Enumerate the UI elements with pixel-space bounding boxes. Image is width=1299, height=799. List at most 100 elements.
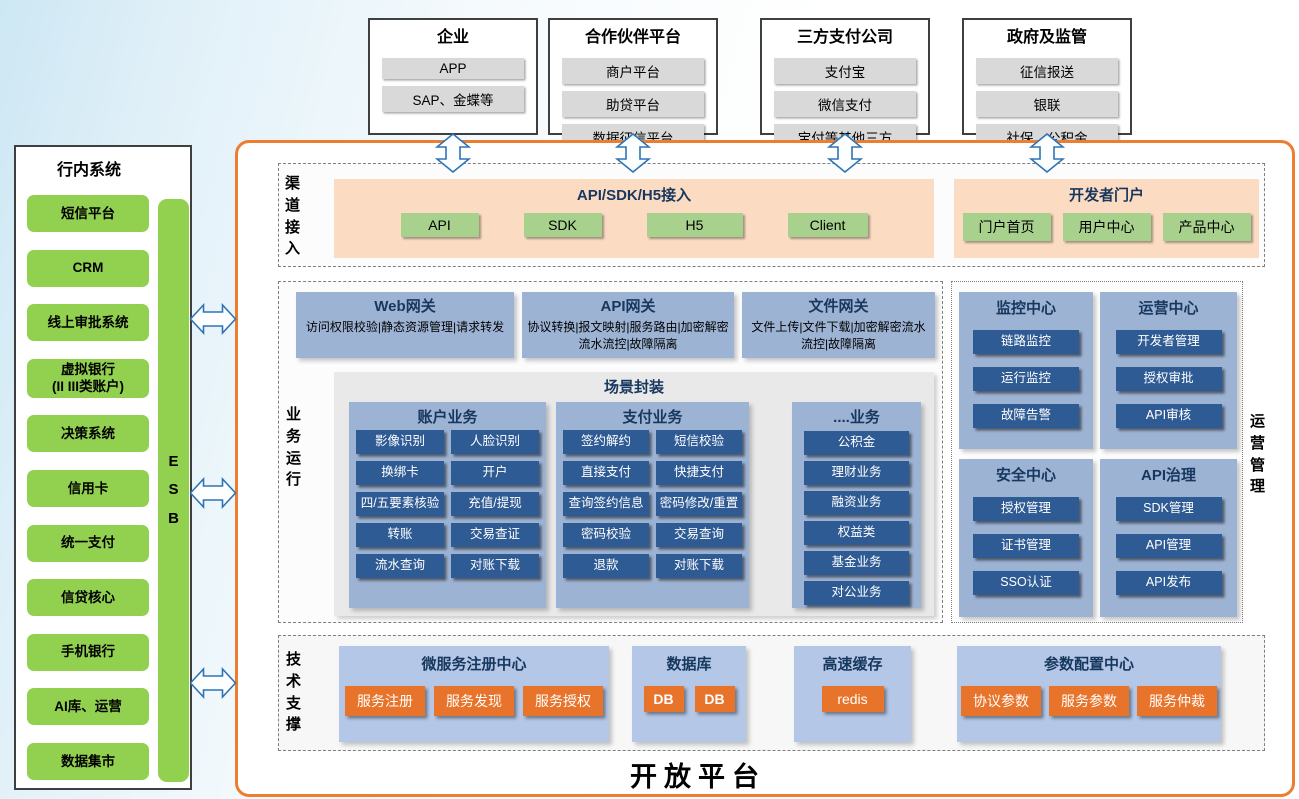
double-arrow-horizontal-icon (189, 302, 237, 340)
api-sdk-h5-access-panel: API/SDK/H5接入 API SDK H5 Client (334, 179, 934, 258)
group-title: 企业 (436, 29, 469, 46)
external-item: 支付宝 (774, 58, 916, 85)
external-item: 银联 (976, 91, 1118, 118)
gateway-title: Web网关 (374, 298, 436, 315)
bank-system-item: 决策系统 (27, 415, 149, 453)
business-item: 短信校验 (656, 430, 742, 454)
scene-title: 场景封装 (603, 379, 664, 396)
gateway-desc: 访问权限校验|静态资源管理|请求转发 (305, 320, 505, 334)
bank-system-item: 虚拟银行 (II III类账户) (27, 358, 149, 398)
tech-buttons-row: redis (794, 686, 911, 712)
center-item: API审核 (1115, 404, 1222, 428)
esb-label: ESB (168, 452, 179, 527)
gateway-desc: 文件上传|文件下载|加密解密流水流控|故障隔离 (751, 320, 926, 351)
business-item: 充值/提现 (451, 492, 539, 516)
open-platform-container: 渠道接入 API/SDK/H5接入 API SDK H5 Client 开发者门… (235, 140, 1295, 797)
double-arrow-vertical-icon (434, 132, 472, 178)
tech-buttons-row: DB DB (632, 686, 746, 712)
access-panel-title: API/SDK/H5接入 (576, 187, 692, 204)
business-item: 转账 (356, 523, 444, 547)
access-item-client: Client (787, 213, 868, 237)
account-items-grid: 影像识别 人脸识别 换绑卡 开户 四/五要素核验 充值/提现 转账 交易查证 流… (349, 427, 546, 578)
column-title: 账户业务 (417, 409, 478, 426)
center-item: SSO认证 (973, 571, 1079, 595)
center-item: SDK管理 (1115, 497, 1222, 521)
file-gateway-panel: 文件网关 文件上传|文件下载|加密解密流水流控|故障隔离 (742, 292, 935, 358)
operation-center-panel: 运营中心 开发者管理 授权审批 API审核 (1100, 292, 1237, 449)
business-item: 融资业务 (804, 491, 909, 515)
other-items-list: 公积金 理财业务 融资业务 权益类 基金业务 对公业务 (792, 427, 921, 605)
center-items: 链路监控 运行监控 故障告警 (959, 330, 1093, 428)
portal-buttons-row: 门户首页 用户中心 产品中心 (954, 213, 1259, 241)
business-item: 理财业务 (804, 461, 909, 485)
esb-bus-bar: ESB (158, 199, 189, 782)
tech-item: 服务发现 (434, 686, 514, 716)
access-item-sdk: SDK (523, 213, 602, 237)
gateway-desc: 协议转换|报文映射|服务路由|加密解密流水流控|故障隔离 (527, 320, 729, 351)
api-gateway-panel: API网关 协议转换|报文映射|服务路由|加密解密流水流控|故障隔离 (522, 292, 734, 358)
tech-item: 服务注册 (345, 686, 425, 716)
bank-system-item: 线上审批系统 (27, 304, 149, 342)
db-item: DB (694, 686, 735, 712)
tech-buttons-row: 协议参数 服务参数 服务仲裁 (957, 686, 1221, 716)
double-arrow-vertical-icon (826, 132, 864, 178)
center-item: 授权管理 (973, 497, 1079, 521)
bank-system-item: 信贷核心 (27, 579, 149, 617)
bank-systems-panel: 行内系统 短信平台 CRM 线上审批系统 虚拟银行 (II III类账户) 决策… (14, 145, 192, 790)
group-title: 三方支付公司 (796, 29, 893, 46)
business-item: 影像识别 (356, 430, 444, 454)
database-panel: 数据库 DB DB (632, 646, 746, 742)
tech-buttons-row: 服务注册 服务发现 服务授权 (339, 686, 609, 716)
technical-support-section: 技术支撑 微服务注册中心 服务注册 服务发现 服务授权 数据库 DB DB 高速… (278, 635, 1265, 751)
bank-system-item: 短信平台 (27, 195, 149, 232)
business-item: 查询签约信息 (563, 492, 649, 516)
tech-item: 服务参数 (1049, 686, 1129, 716)
external-item: 商户平台 (562, 58, 704, 85)
business-item: 对账下载 (451, 554, 539, 578)
gateway-title: API网关 (600, 298, 656, 315)
portal-panel-title: 开发者门户 (1068, 187, 1144, 204)
tech-group-title: 数据库 (666, 656, 712, 673)
bank-system-item: 统一支付 (27, 524, 149, 562)
operation-management-section: 监控中心 链路监控 运行监控 故障告警 运营中心 开发者管理 授权审批 API审… (951, 281, 1243, 623)
portal-item-user-center: 用户中心 (1062, 213, 1151, 241)
bank-panel-title: 行内系统 (56, 162, 121, 179)
tech-group-title: 微服务注册中心 (421, 656, 527, 673)
access-buttons-row: API SDK H5 Client (334, 213, 934, 237)
tech-group-title: 参数配置中心 (1043, 656, 1134, 673)
center-items: 授权管理 证书管理 SSO认证 (959, 497, 1093, 595)
center-items: SDK管理 API管理 API发布 (1100, 497, 1237, 595)
gateway-title: 文件网关 (808, 298, 869, 315)
business-item: 流水查询 (356, 554, 444, 578)
business-item: 开户 (451, 461, 539, 485)
scene-encapsulation-panel: 场景封装 账户业务 影像识别 人脸识别 换绑卡 开户 四/五要素核验 充值/提现… (334, 372, 934, 616)
center-items: 开发者管理 授权审批 API审核 (1100, 330, 1237, 428)
center-item: 运行监控 (973, 367, 1079, 391)
center-title: API治理 (1140, 467, 1196, 484)
business-item: 签约解约 (563, 430, 649, 454)
business-item: 基金业务 (804, 551, 909, 575)
bank-system-item: AI库、运营 (27, 688, 149, 726)
parameter-config-panel: 参数配置中心 协议参数 服务参数 服务仲裁 (957, 646, 1221, 742)
external-group-enterprise: 企业 APP SAP、金蝶等 (368, 18, 538, 135)
portal-item-product-center: 产品中心 (1162, 213, 1251, 241)
external-item: 助贷平台 (562, 91, 704, 118)
business-item: 公积金 (804, 431, 909, 455)
access-item-h5: H5 (646, 213, 743, 237)
center-item: API管理 (1115, 534, 1222, 558)
portal-item-home: 门户首页 (962, 213, 1051, 241)
center-title: 监控中心 (995, 300, 1056, 317)
column-title: ....业务 (833, 409, 880, 426)
db-item: DB (643, 686, 684, 712)
bank-systems-list: 短信平台 CRM 线上审批系统 虚拟银行 (II III类账户) 决策系统 信用… (27, 195, 149, 780)
tech-item: 服务授权 (523, 686, 603, 716)
column-title: 支付业务 (622, 409, 683, 426)
group-title: 政府及监管 (1006, 29, 1087, 46)
business-running-section: 业务运行 Web网关 访问权限校验|静态资源管理|请求转发 API网关 协议转换… (278, 281, 943, 623)
business-item: 退款 (563, 554, 649, 578)
business-item: 换绑卡 (356, 461, 444, 485)
payment-items-grid: 签约解约 短信校验 直接支付 快捷支付 查询签约信息 密码修改/重置 密码校验 … (556, 427, 749, 578)
double-arrow-vertical-icon (614, 132, 652, 178)
business-item: 权益类 (804, 521, 909, 545)
